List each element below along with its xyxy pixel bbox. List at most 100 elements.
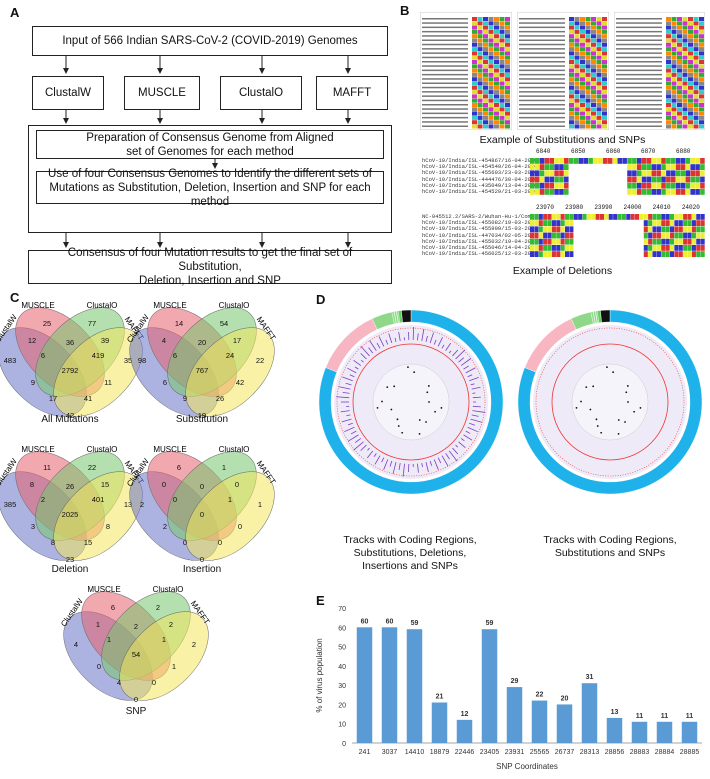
venn-region-count: 0 [173, 495, 177, 504]
msa-thumbnail-cell [505, 64, 510, 69]
msa-cell [648, 220, 653, 226]
x-axis-label: SNP Coordinates [496, 762, 558, 771]
bar-value-label: 11 [686, 713, 694, 720]
msa-thumbnail-cell [602, 77, 607, 82]
venn-region-count: 26 [66, 482, 74, 491]
msa-cell [691, 232, 696, 239]
venn-region-count: 19 [198, 411, 206, 420]
msa-cell [700, 164, 705, 170]
msa-thumbnail-cell [580, 17, 585, 21]
msa-cell [639, 214, 644, 220]
msa-thumbnail-cell [596, 90, 602, 95]
msa-cell [578, 164, 584, 170]
msa-cell [613, 214, 618, 220]
msa-thumbnail-cell [505, 72, 510, 77]
msa-thumbnail-label-line [616, 56, 662, 59]
msa-thumbnail-cell [494, 64, 499, 69]
msa-cell [646, 176, 652, 183]
msa-cell [544, 158, 550, 164]
msa-thumbnail-cell [477, 107, 483, 112]
msa-cell [683, 232, 688, 239]
msa-thumbnail-label-line [519, 30, 565, 33]
msa-thumbnail-cell [580, 29, 585, 34]
msa-thumbnail-cell [569, 107, 574, 112]
panel-label-a: A [10, 5, 20, 20]
msa-seq-label: hCoV-19/India/ISL-455999/15-03-2020 [422, 225, 538, 233]
msa-cell [674, 226, 679, 233]
msa-thumbnail-cell [569, 98, 574, 103]
msa-thumbnail-cell [585, 21, 591, 26]
msa-seq-label: hCoV-19/India/ISL-454549/26-04-2020 [422, 163, 538, 171]
circos-mutation-bar [374, 455, 381, 465]
msa-thumbnail-label-line [519, 18, 565, 20]
msa-thumbnail-label-line [422, 99, 468, 102]
msa-thumbnail-cell [488, 94, 494, 99]
venn-set-ellipse [119, 611, 209, 701]
msa-thumbnail-cell [591, 21, 596, 26]
msa-thumbnail-cell [477, 21, 483, 26]
bar-28313 [581, 683, 598, 743]
msa-thumbnail-cell [580, 85, 585, 90]
msa-cell [543, 251, 548, 257]
circos-mutation-bar [463, 434, 473, 441]
msa-cell [632, 176, 637, 183]
msa-ruler-tick: 6850 [571, 148, 586, 155]
msa-thumbnail-cell [488, 21, 494, 26]
msa-cell [547, 245, 552, 251]
msa-thumbnail-cell [580, 120, 585, 125]
msa-cell [598, 158, 603, 164]
msa-thumbnail-cell [574, 51, 580, 56]
msa-cell [632, 158, 637, 164]
msa-cell [573, 189, 579, 195]
circos-mutation-bar [388, 333, 393, 344]
msa-thumbnail-cell [677, 42, 682, 47]
msa-cell [543, 245, 548, 251]
caption-circos-left: Tracks with Coding Regions, Substitution… [343, 534, 477, 572]
msa-thumbnail-cell [585, 25, 591, 30]
venn-region-count: 15 [101, 480, 109, 489]
msa-cell [652, 220, 657, 226]
msa-cell [687, 226, 692, 233]
msa-thumbnail-cell [574, 29, 580, 34]
msa-cell [685, 189, 691, 195]
msa-thumbnail-cell [666, 68, 671, 73]
bar-26737 [556, 704, 573, 743]
circos-snp-dot [617, 419, 620, 421]
msa-cell [578, 245, 583, 251]
y-tick-label: 0 [342, 741, 346, 748]
msa-cell [641, 189, 647, 195]
msa-cell [685, 158, 691, 164]
venn-set-label: MUSCLE [21, 301, 54, 310]
msa-cell [564, 158, 569, 164]
msa-cell [595, 214, 600, 220]
msa-thumbnail-cell [682, 72, 688, 77]
msa-cell [670, 176, 676, 183]
msa-cell [595, 232, 600, 239]
bar-value-label: 59 [411, 620, 419, 627]
msa-thumbnail-cell [671, 21, 677, 26]
circos-snp-dot [381, 400, 383, 403]
msa-thumbnail-label-line [422, 73, 468, 76]
msa-thumbnail-cell [591, 115, 596, 120]
bar-value-label: 29 [511, 678, 519, 685]
msa-ruler-tick: 6840 [536, 148, 551, 155]
venn-region-count: 0 [183, 538, 187, 547]
circos-mutation-bar [353, 359, 362, 366]
msa-thumbnail-cell [483, 98, 488, 103]
circos-mutation-bar [398, 332, 401, 342]
venn-region-count: 14 [175, 319, 183, 328]
msa-thumbnail-cell [671, 77, 677, 82]
msa-thumbnail-label-line [519, 39, 565, 41]
msa-thumbnail-cell [666, 60, 671, 64]
msa-thumbnail-cell [494, 34, 499, 39]
venn-region-count: 54 [220, 319, 228, 328]
msa-cell [643, 220, 648, 226]
msa-cell [648, 226, 653, 233]
circos-minor-gene-segment [590, 311, 596, 324]
msa-cell [700, 189, 705, 195]
circos-mutation-bar [421, 329, 425, 342]
msa-cell [683, 226, 688, 233]
msa-cell [626, 226, 631, 233]
msa-thumbnail-cell [677, 98, 682, 103]
msa-thumbnail-label-line [519, 121, 565, 123]
